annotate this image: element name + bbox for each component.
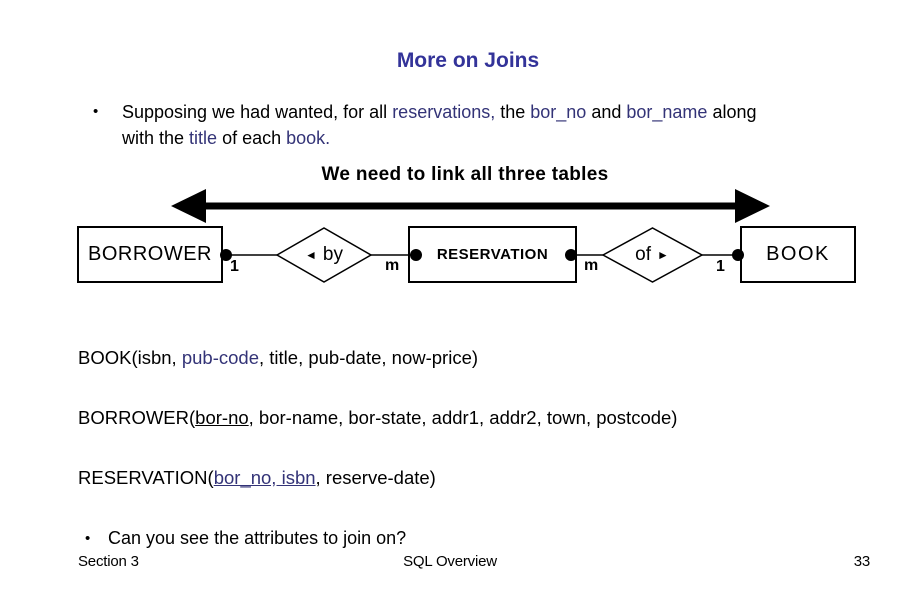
cardinality-reservation-m-left: m	[385, 257, 400, 274]
bullet-text-line-2: with the title of each book.	[122, 125, 883, 151]
schema-line-borrower: BORROWER(bor-no, bor-name, bor-state, ad…	[78, 407, 677, 429]
relationship-of-label: of	[635, 244, 651, 265]
highlighted-text: bor_no, isbn	[213, 467, 316, 488]
text-segment: and	[586, 102, 627, 122]
bullet-marker-icon: •	[85, 530, 91, 547]
highlighted-text: reservations,	[392, 102, 496, 122]
highlighted-text: bor-no	[195, 407, 249, 428]
question-text: Can you see the attributes to join on?	[108, 528, 407, 548]
bullet-text: Supposing we had wanted, for all reserva…	[122, 99, 883, 151]
arrowhead-left-icon	[171, 189, 206, 223]
text-segment: BORROWER(	[78, 407, 196, 428]
entity-book: BOOK	[740, 226, 856, 283]
highlighted-text: book.	[286, 128, 331, 148]
text-segment: of each	[217, 128, 287, 148]
text-segment: Supposing we had wanted, for all	[122, 102, 393, 122]
left-arrow-icon: ◄	[305, 248, 317, 262]
relationship-by-label: by	[322, 244, 343, 265]
entity-reservation-label: RESERVATION	[436, 246, 549, 263]
footer-section: Section 3	[78, 553, 139, 570]
relationship-by: ◄ by	[289, 242, 359, 268]
text-segment: RESERVATION(	[78, 467, 214, 488]
entity-borrower: BORROWER	[77, 226, 223, 283]
text-segment: , title, pub-date, now-price)	[259, 347, 479, 368]
cardinality-book-1: 1	[716, 258, 725, 275]
highlighted-text: title	[189, 128, 218, 148]
entity-reservation: RESERVATION	[408, 226, 577, 283]
highlighted-text: pub-code	[181, 347, 259, 368]
entity-book-label: BOOK	[766, 243, 830, 265]
schema-line-reservation: RESERVATION(bor_no, isbn, reserve-date)	[78, 467, 436, 489]
text-segment: along	[707, 102, 757, 122]
diagram-heading: We need to link all three tables	[321, 164, 609, 185]
schema-line-book: BOOK(isbn, pub-code, title, pub-date, no…	[78, 347, 478, 369]
footer-title: SQL Overview	[403, 553, 497, 570]
text-segment: with the	[122, 128, 190, 148]
double-headed-arrow	[171, 189, 770, 223]
text-segment: the	[495, 102, 531, 122]
entity-borrower-label: BORROWER	[88, 243, 212, 265]
bullet-text-line-1: Supposing we had wanted, for all reserva…	[122, 99, 883, 125]
text-segment: BOOK(isbn,	[78, 347, 182, 368]
highlighted-text: bor_no	[530, 102, 587, 122]
right-arrow-icon: ►	[656, 248, 669, 262]
highlighted-text: bor_name	[626, 102, 708, 122]
relationship-of: of ►	[617, 242, 687, 268]
arrowhead-right-icon	[735, 189, 770, 223]
cardinality-reservation-m-right: m	[584, 257, 599, 274]
bullet-marker-icon: •	[93, 103, 99, 120]
page-title: More on Joins	[396, 49, 540, 72]
footer-page-number: 33	[853, 553, 871, 570]
cardinality-borrower-1: 1	[230, 258, 239, 275]
text-segment: , bor-name, bor-state, addr1, addr2, tow…	[248, 407, 678, 428]
bullet-point-main: • Supposing we had wanted, for all reser…	[93, 99, 883, 151]
text-segment: , reserve-date)	[315, 467, 436, 488]
